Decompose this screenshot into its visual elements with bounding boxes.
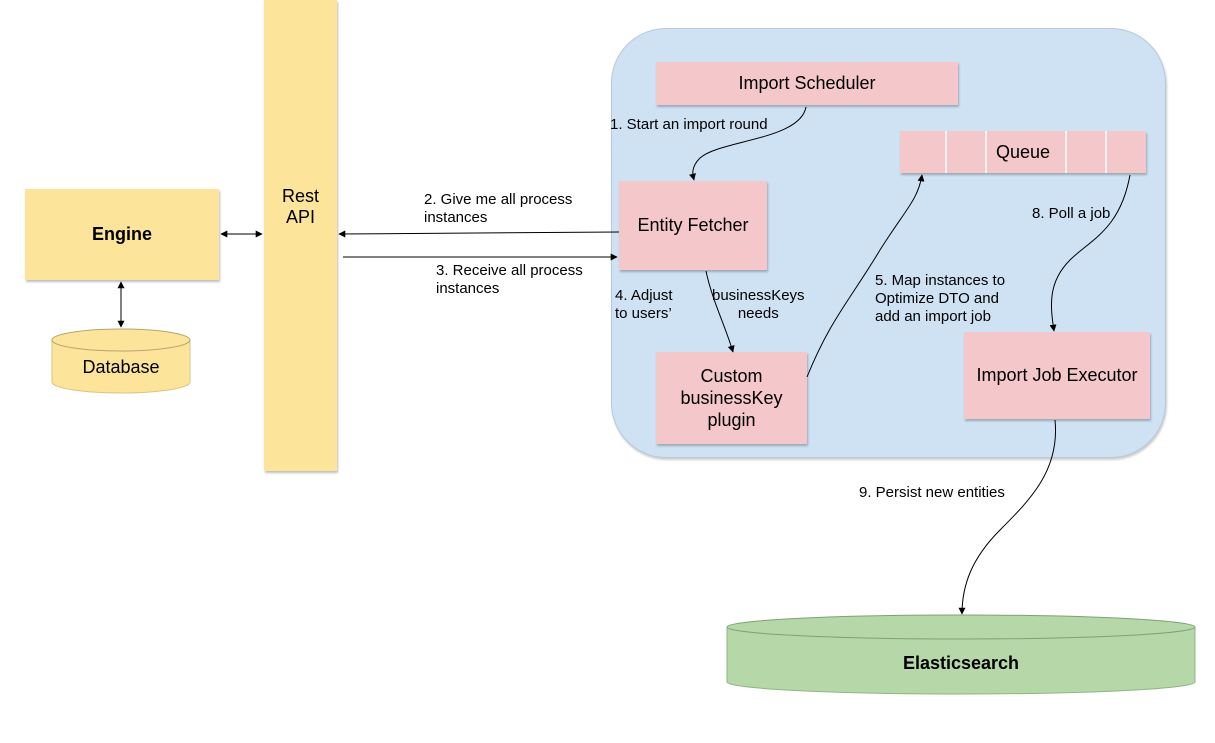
import-job-executor-node: Import Job Executor	[964, 332, 1150, 419]
import-job-executor-label: Import Job Executor	[976, 365, 1138, 385]
entity-fetcher-label: Entity Fetcher	[637, 215, 749, 235]
edge-label-poll-job: 8. Poll a job	[1032, 205, 1111, 222]
custom-plugin-label: Custom businessKey plugin	[680, 366, 783, 430]
database-node: Database	[52, 350, 190, 384]
adjust-arrow	[705, 270, 735, 353]
entity-fetcher-node: Entity Fetcher	[619, 181, 767, 270]
rest-api-node: Rest API	[264, 0, 337, 471]
import-scheduler-label: Import Scheduler	[738, 73, 876, 93]
queue-label: Queue	[995, 141, 1051, 162]
edge-label-give-me: 2. Give me all process instances	[424, 191, 573, 226]
rest-api-label: Rest API	[281, 186, 319, 227]
database-label: Database	[82, 356, 160, 377]
map-instances-arrow	[806, 174, 925, 378]
persist-arrow	[958, 419, 1057, 615]
edge-label-map-instances: 5. Map instances to Optimize DTO and add…	[875, 272, 1006, 325]
start-import-arrow	[689, 106, 807, 181]
custom-plugin-node: Custom businessKey plugin	[656, 352, 807, 444]
database-cylinder	[51, 328, 191, 394]
queue-node: Queue	[900, 131, 1146, 173]
poll-job-arrow	[1049, 174, 1131, 332]
request-arrow	[338, 230, 620, 238]
import-scheduler-node: Import Scheduler	[656, 62, 958, 105]
edge-label-adjust-a: 4. Adjust to users’	[615, 287, 673, 322]
engine-label: Engine	[91, 224, 152, 244]
elasticsearch-cylinder	[726, 614, 1196, 695]
edge-label-start-import: 1. Start an import round	[610, 116, 768, 133]
edge-label-adjust-b: businessKeys needs	[712, 287, 805, 322]
edge-label-receive: 3. Receive all process instances	[436, 262, 583, 297]
edge-label-persist: 9. Persist new entities	[859, 484, 1005, 501]
engine-node: Engine	[25, 189, 219, 280]
elasticsearch-label: Elasticsearch	[902, 652, 1020, 673]
elasticsearch-node: Elasticsearch	[727, 645, 1195, 681]
